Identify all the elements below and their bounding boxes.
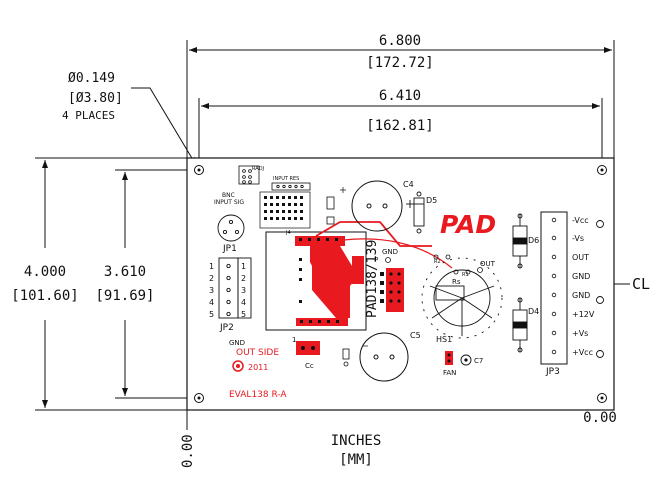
out-test-point <box>477 267 483 273</box>
width-outer-mm-label: [172.72] <box>366 55 433 71</box>
j4-connector <box>259 191 311 229</box>
height-outer-mm-label: [101.60] <box>11 288 78 304</box>
input-res-label: INPUT RES <box>273 176 299 182</box>
jp3-label-vs-pos: +Vs <box>572 329 588 338</box>
units-secondary-label: [MM] <box>339 452 373 468</box>
hole-diameter-label: Ø0.149 <box>68 71 115 86</box>
revision-label: EVAL138 R-A <box>229 390 287 400</box>
jp3-label-vs-neg: -Vs <box>572 234 584 243</box>
misc-marks <box>340 187 368 347</box>
d6-diode <box>512 213 528 269</box>
mounting-holes <box>194 165 607 403</box>
dimension-lines <box>35 40 630 430</box>
r1-label: R1 <box>462 272 469 278</box>
jp3-connector <box>540 211 568 365</box>
radj-label: RADJ <box>252 166 264 172</box>
hs1-label: HS1 <box>436 335 452 344</box>
copper-traces <box>295 221 453 326</box>
out-side-label: OUT SIDE <box>236 348 279 358</box>
jp3-label: JP3 <box>545 367 560 377</box>
d5-diode <box>406 191 425 234</box>
jp2-pin-1: 1 <box>209 262 214 271</box>
width-outer-label: 6.800 <box>379 33 421 49</box>
d4-diode <box>512 297 528 353</box>
pad-logo: PAD <box>440 210 496 239</box>
jp3-label-vcc-neg: -Vcc <box>572 216 589 225</box>
jp2-connector <box>218 257 252 319</box>
bnc-label: BNC <box>222 192 235 199</box>
jp2-pin-4: 4 <box>209 298 214 307</box>
jp2-pin-3: 3 <box>209 286 214 295</box>
p-label: P <box>374 256 378 264</box>
jp3-label-12v: +12V <box>572 310 595 319</box>
c5-capacitor <box>359 332 409 382</box>
part-number-label: PAD138/139 <box>365 240 380 318</box>
small-cap-bottom <box>342 348 350 367</box>
jp1-label: JP1 <box>222 244 237 254</box>
width-inner-mm-label: [162.81] <box>366 118 433 134</box>
gnd-test-point <box>385 257 391 263</box>
jp3-label-gnd-1: GND <box>572 272 590 281</box>
c5-label: C5 <box>410 331 421 340</box>
side-holes <box>596 220 604 358</box>
jp2-pin-1-inner: 1 <box>241 262 246 271</box>
fan-connector <box>445 351 453 365</box>
input-sig-label: INPUT SIG <box>214 199 244 206</box>
red-pad-block <box>386 268 404 312</box>
input-res-header <box>271 182 311 191</box>
height-inner-label: 3.610 <box>104 264 146 280</box>
gnd-pad-label: GND <box>382 248 398 256</box>
jp2-pin-5: 5 <box>209 310 214 319</box>
jp3-label-vcc-pos: +Vcc <box>572 348 593 357</box>
height-inner-mm-label: [91.69] <box>95 288 154 304</box>
socket-outline <box>265 231 367 331</box>
c7-label: C7 <box>474 357 483 365</box>
origin-y-label: 0.00 <box>583 410 617 426</box>
radj-header <box>238 165 260 185</box>
out-pad-label: OUT <box>480 260 496 268</box>
small-cap-top <box>326 196 335 225</box>
cc-trimmer <box>296 341 320 355</box>
r1-r2-resistors <box>433 254 471 275</box>
jp3-label-out: OUT <box>572 253 589 262</box>
jp3-pins <box>551 217 557 355</box>
hole-diameter-mm-label: [Ø3.80] <box>68 91 123 106</box>
fan-label: FAN <box>443 369 456 377</box>
origin-x-label: 0.00 <box>180 434 196 468</box>
d4-label: D4 <box>528 307 539 316</box>
units-primary-label: INCHES <box>331 433 382 449</box>
hs1-heatsink <box>421 257 503 339</box>
d6-label: D6 <box>528 236 539 245</box>
rs-label: Rs <box>452 278 461 286</box>
jp2-label: JP2 <box>219 323 234 333</box>
height-outer-label: 4.000 <box>24 264 66 280</box>
r2-label: R2 <box>434 259 441 265</box>
width-inner-label: 6.410 <box>379 88 421 104</box>
centerline-label: CL <box>632 275 650 293</box>
c4-label: C4 <box>403 180 414 189</box>
hole-count-label: 4 PLACES <box>62 109 115 122</box>
d5-label: D5 <box>426 196 437 205</box>
j4-label: J4 <box>285 230 291 236</box>
year-label: 2011 <box>248 363 268 372</box>
jp2-gnd-label: GND <box>229 339 245 347</box>
one-label: 1 <box>292 336 296 344</box>
jp2-pin-2: 2 <box>209 274 214 283</box>
jp2-pin-2-inner: 2 <box>241 274 246 283</box>
jp3-label-gnd-2: GND <box>572 291 590 300</box>
jp2-pin-3-inner: 3 <box>241 286 246 295</box>
jp2-pin-5-inner: 5 <box>241 310 246 319</box>
cc-label: Cc <box>305 362 314 370</box>
c7-capacitor <box>460 354 472 366</box>
jp1-bnc-connector <box>217 214 245 242</box>
jp2-pin-4-inner: 4 <box>241 298 246 307</box>
copyright-icon <box>232 360 244 372</box>
c4-capacitor <box>351 180 403 232</box>
